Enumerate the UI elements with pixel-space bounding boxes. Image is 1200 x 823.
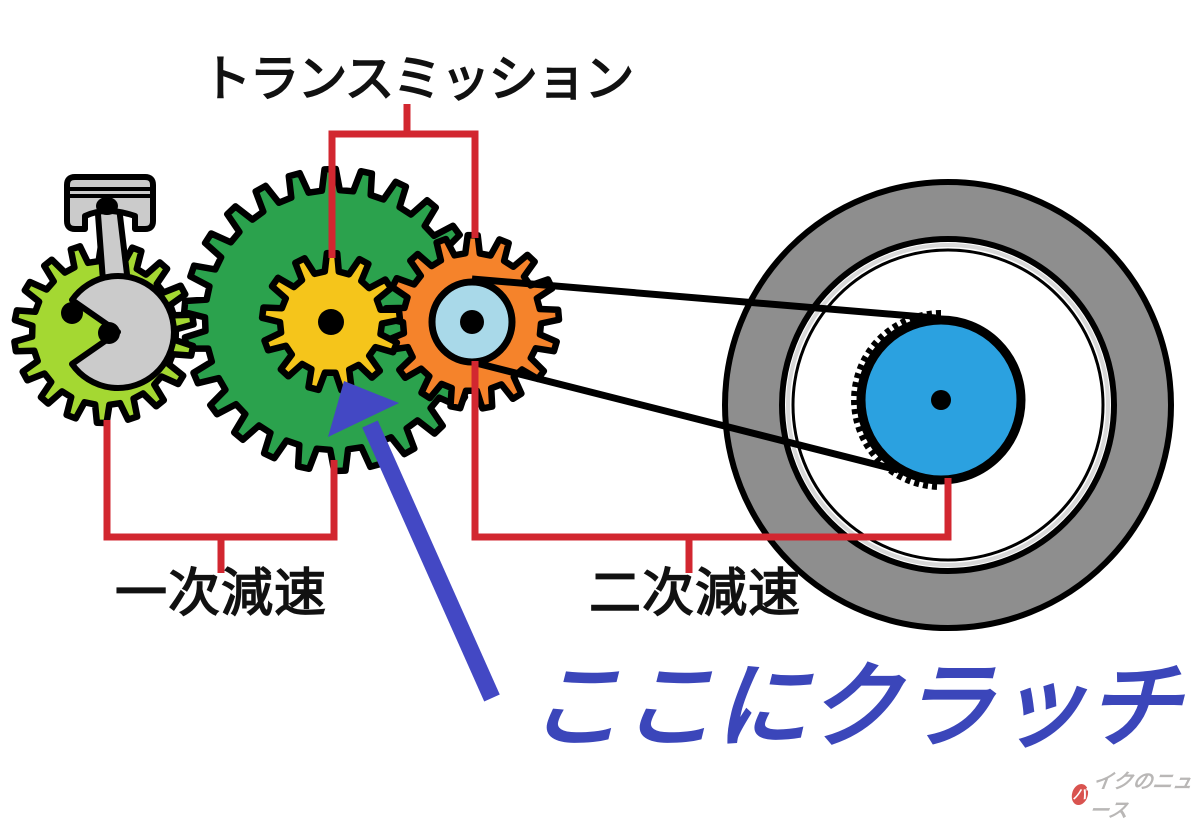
drivetrain-diagram [11, 104, 1174, 702]
secondary-reduction-label: 二次減速 [588, 565, 801, 623]
front-axle-dot [460, 310, 484, 334]
wrist-pin-dot [96, 197, 118, 215]
transmission-bracket [328, 104, 479, 258]
watermark-badge-icon: バ [1068, 781, 1093, 807]
clutch-annotation: ここにクラッチ [528, 654, 1180, 759]
watermark-text: イクのニュース [1087, 771, 1195, 822]
drive-chain-upper [471, 275, 937, 322]
crank-center-dot [98, 322, 120, 344]
drivetrain-diagram-stage: トランスミッション 一次減速 二次減速 ここにクラッチ バ イクのニュース [11, 51, 1194, 822]
primary-reduction-bracket [103, 420, 338, 573]
rim-inner [791, 248, 1105, 562]
clutch-arrow [328, 381, 500, 702]
drive-chain [471, 275, 937, 474]
rear-wheel [722, 179, 1174, 631]
crankshaft [69, 273, 177, 391]
transmission-axle-dot [318, 309, 344, 335]
clutch-arrow-shaft [362, 420, 500, 702]
clutch-arrow-head [328, 381, 399, 437]
piston-ring-grooves [67, 187, 153, 198]
piston-assembly [61, 174, 177, 391]
rear-axle-dot [931, 390, 951, 410]
rear-sprocket-teeth [851, 310, 942, 490]
drive-chain-lower [475, 359, 899, 474]
watermark-badge-char: バ [1072, 786, 1089, 802]
watermark: バ イクのニュース [1066, 765, 1200, 823]
crank-pin-dot [61, 302, 83, 324]
rim-silver-ring [786, 243, 1110, 567]
transmission-label: トランスミッション [201, 51, 635, 107]
secondary-reduction-bracket [471, 361, 952, 573]
primary-reduction-label: 一次減速 [114, 565, 327, 623]
connector-brackets [103, 104, 952, 573]
